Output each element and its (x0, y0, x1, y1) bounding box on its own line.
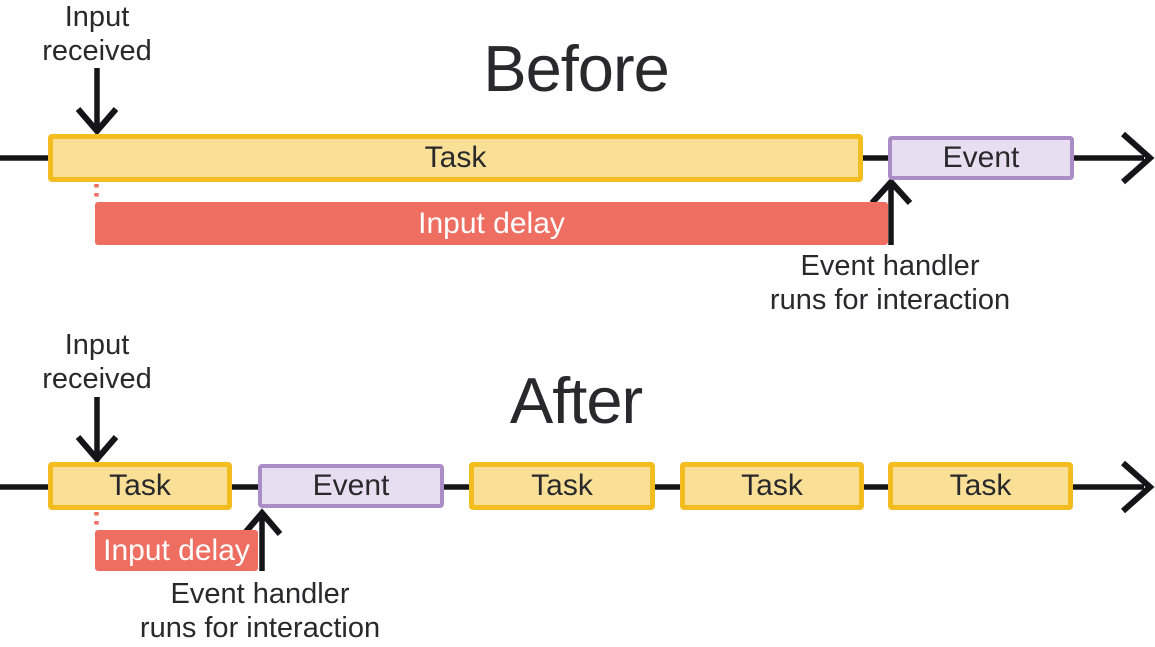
task-bar-before: Task (48, 134, 863, 182)
right-arrow-icon-before (1121, 131, 1155, 185)
task-bar-label: Task (109, 469, 171, 502)
up-arrow-icon-after (241, 508, 283, 536)
input-received-line2: received (42, 362, 152, 395)
right-arrow-icon-after (1121, 460, 1155, 514)
task-bar-after-1: Task (48, 462, 232, 510)
section-title-after: After (509, 364, 643, 437)
task-bar-after-2: Task (469, 462, 655, 510)
input-delay-label: Input delay (103, 533, 250, 567)
section-title-before: Before (483, 32, 670, 105)
task-bar-label: Task (949, 469, 1012, 502)
input-delay-label: Input delay (418, 206, 565, 240)
input-delay-bar-before: Input delay (95, 202, 888, 245)
task-bar-after-4: Task (888, 462, 1073, 510)
event-handler-line1: Event handler (170, 578, 350, 610)
event-handler-label-before: Event handler runs for interaction (715, 250, 1065, 317)
event-bar-after: Event (258, 464, 444, 508)
event-bar-before: Event (888, 136, 1074, 180)
up-arrow-icon-before (869, 177, 913, 206)
event-bar-label: Event (312, 469, 390, 502)
down-arrow-icon-after (75, 435, 119, 464)
event-handler-line2: runs for interaction (139, 611, 381, 644)
task-bar-after-3: Task (680, 462, 864, 510)
task-bar-label: Task (424, 141, 487, 174)
input-received-line1: Input (64, 1, 130, 33)
event-handler-line1: Event handler (800, 250, 980, 282)
event-handler-line2: runs for interaction (769, 283, 1011, 316)
task-bar-label: Task (741, 469, 803, 502)
task-bar-label: Task (531, 469, 593, 502)
event-handler-label-after: Event handler runs for interaction (85, 578, 435, 645)
input-received-line1: Input (64, 329, 130, 361)
input-received-label-before: Input received (7, 1, 187, 68)
input-received-line2: received (42, 34, 152, 67)
event-bar-label: Event (942, 141, 1020, 174)
input-delay-bar-after: Input delay (95, 530, 258, 571)
down-arrow-icon-before (75, 107, 119, 136)
input-received-label-after: Input received (7, 329, 187, 396)
